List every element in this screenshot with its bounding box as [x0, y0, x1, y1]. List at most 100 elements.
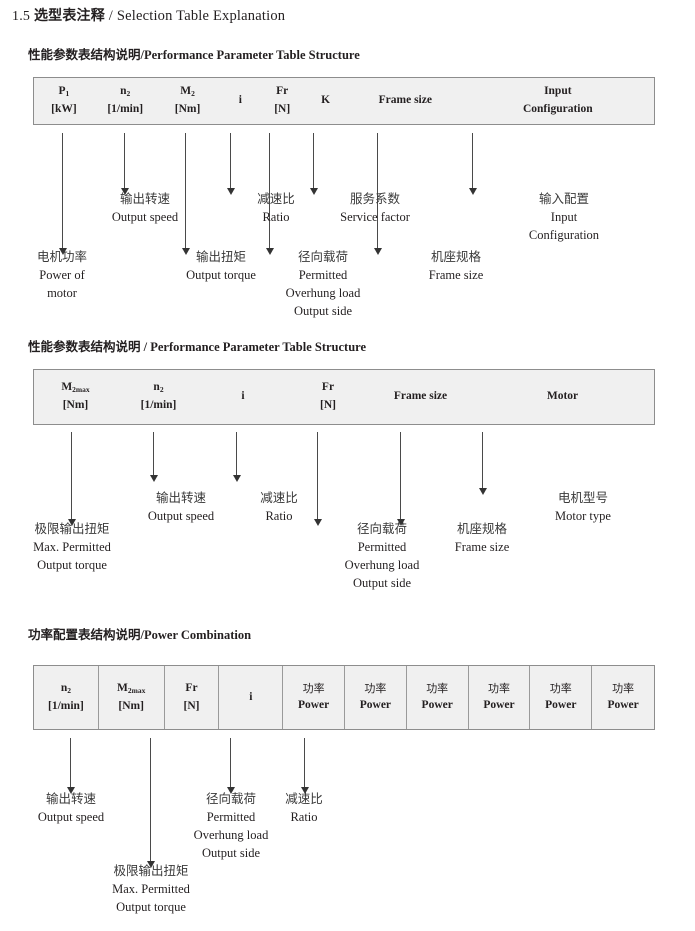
- column-unit: [1/min]: [140, 399, 177, 411]
- annotation-en: Overhung load: [344, 558, 420, 573]
- table-header-cell: M2max [Nm]: [34, 370, 117, 424]
- section-heading-power-combination: 功率配置表结构说明/Power Combination: [28, 624, 251, 643]
- column-unit: [N]: [183, 699, 200, 712]
- annotation-label: 服务系数 Service factor: [340, 190, 410, 226]
- table-header-cell: P1 [kW]: [34, 78, 94, 124]
- annotation-cn: 机座规格: [456, 521, 507, 536]
- column-unit: [Nm]: [62, 399, 89, 411]
- table-header-cell-power: 功率 Power: [591, 666, 654, 729]
- annotation-cn: 服务系数: [349, 191, 401, 206]
- column-symbol: Frame size: [393, 390, 448, 403]
- column-symbol-cn: 功率: [487, 682, 510, 696]
- table-header-cell-power: 功率 Power: [344, 666, 406, 729]
- annotation-en: Ratio: [265, 509, 293, 524]
- annotation-en: Output torque: [37, 558, 107, 573]
- arrow-down-icon: [58, 133, 67, 255]
- column-unit: Power: [359, 699, 392, 712]
- column-unit: Power: [483, 699, 515, 712]
- column-symbol: M: [61, 381, 73, 394]
- table-header-cell: Motor: [471, 370, 654, 424]
- column-subscript: 2max: [72, 385, 90, 395]
- arrow-down-icon: [66, 738, 75, 794]
- column-symbol: Fr: [321, 381, 335, 394]
- performance-parameter-table-1: P1 [kW] n2 [1/min] M2 [Nm] i Fr [N] K Fr…: [33, 77, 655, 125]
- annotation-cn: 极限输出扭矩: [34, 521, 110, 536]
- annotation-cn: 减速比: [260, 490, 298, 505]
- arrow-down-icon: [396, 432, 405, 526]
- column-subscript: 2: [191, 89, 195, 99]
- annotation-cn: 电机型号: [557, 490, 608, 505]
- arrow-down-icon: [309, 133, 318, 195]
- column-symbol: Input: [544, 85, 572, 98]
- section-heading-cn: 性能参数表结构说明: [28, 339, 141, 354]
- column-symbol: M: [117, 681, 128, 694]
- annotation-label: 径向载荷 Permitted Overhung load Output side: [345, 520, 420, 593]
- annotation-label: 输出转速 Output speed: [148, 489, 214, 525]
- column-symbol: i: [241, 390, 245, 403]
- table-header-cell: n2 [1/min]: [94, 78, 157, 124]
- annotation-en: Permitted: [206, 810, 256, 825]
- annotation-en: Frame size: [454, 540, 510, 555]
- annotation-en: Motor type: [555, 509, 611, 524]
- annotation-label: 电机功率 Power of motor: [37, 248, 87, 302]
- column-symbol: Frame size: [378, 94, 432, 107]
- column-unit: Configuration: [522, 103, 593, 115]
- annotation-en: Overhung load: [285, 286, 361, 301]
- column-unit: [1/min]: [48, 699, 84, 712]
- arrow-down-icon: [300, 738, 309, 794]
- column-subscript: 2: [159, 385, 164, 395]
- column-unit: [N]: [274, 103, 291, 115]
- column-symbol: P: [58, 85, 66, 98]
- column-symbol-cn: 功率: [612, 682, 635, 696]
- column-symbol: M: [180, 85, 192, 98]
- annotation-cn: 输出扭矩: [195, 249, 247, 264]
- arrow-down-icon: [232, 432, 241, 482]
- column-symbol-cn: 功率: [364, 682, 387, 696]
- annotation-cn: 径向载荷: [297, 249, 349, 264]
- section-heading-en: Power Combination: [144, 628, 252, 642]
- annotation-en: Ratio: [290, 810, 318, 825]
- annotation-label: 电机型号 Motor type: [555, 489, 611, 525]
- annotation-cn: 减速比: [257, 191, 295, 206]
- annotation-cn: 输出转速: [45, 791, 96, 806]
- column-unit: [Nm]: [174, 103, 201, 115]
- column-symbol: i: [238, 94, 242, 107]
- section-heading-separator: /: [140, 628, 144, 642]
- column-subscript: 1: [65, 89, 70, 99]
- column-subscript: 2: [126, 89, 131, 99]
- table-header-cell: n2 [1/min]: [117, 370, 200, 424]
- section-heading-performance-parameter-2: 性能参数表结构说明 / Performance Parameter Table …: [28, 336, 366, 355]
- annotation-en: Output torque: [186, 268, 256, 283]
- column-unit: [kW]: [51, 103, 77, 115]
- table-header-cell: Fr [N]: [163, 666, 219, 729]
- page-title-cn: 选型表注释: [33, 8, 105, 24]
- annotation-en: Frame size: [428, 268, 484, 283]
- column-symbol: Fr: [185, 681, 198, 694]
- annotation-label: 输入配置 Input Configuration: [529, 190, 599, 244]
- page-title: 1.5 选型表注释 / Selection Table Explanation: [12, 5, 285, 25]
- annotation-en: Input: [550, 210, 578, 225]
- column-subscript: 2: [67, 685, 71, 695]
- annotation-en: Max. Permitted: [33, 540, 111, 555]
- column-unit: [1/min]: [107, 103, 144, 115]
- table-header-cell: K: [302, 78, 349, 124]
- annotation-en: Output speed: [111, 210, 179, 225]
- annotation-en: Service factor: [340, 210, 410, 225]
- table-header-cell-power: 功率 Power: [467, 666, 530, 729]
- annotation-label: 减速比 Ratio: [285, 790, 323, 826]
- annotation-en: Output side: [294, 304, 352, 319]
- annotation-en: Output side: [353, 576, 411, 591]
- annotation-label: 机座规格 Frame size: [429, 248, 484, 284]
- arrow-down-icon: [67, 432, 76, 526]
- page-title-separator: /: [108, 8, 113, 24]
- annotation-en: Permitted: [298, 268, 348, 283]
- annotation-en: Overhung load: [193, 828, 269, 843]
- column-subscript: 2max: [127, 685, 146, 695]
- annotation-en: Configuration: [528, 228, 600, 243]
- arrow-down-icon: [120, 133, 129, 195]
- section-heading-cn: 性能参数表结构说明: [28, 47, 141, 62]
- annotation-en: motor: [47, 286, 77, 301]
- arrow-down-icon: [181, 133, 190, 255]
- annotation-label: 径向载荷 Permitted Overhung load Output side: [194, 790, 269, 863]
- annotation-cn: 机座规格: [430, 249, 481, 264]
